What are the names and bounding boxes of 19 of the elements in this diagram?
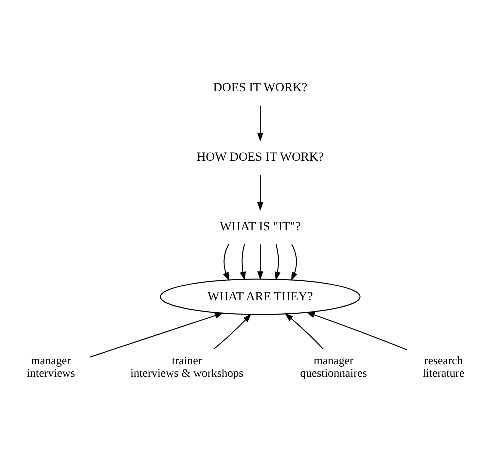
node-text: research literature: [422, 354, 465, 380]
arrow: [223, 244, 230, 282]
arrow: [274, 244, 281, 281]
arrow: [240, 244, 246, 281]
node-text: manager interviews: [27, 354, 76, 380]
node-text: DOES IT WORK?: [213, 80, 308, 95]
arrow: [291, 244, 298, 282]
node-text: WHAT IS "IT"?: [220, 219, 301, 234]
arrow: [89, 312, 224, 358]
arrow: [214, 314, 252, 350]
arrow: [257, 105, 264, 142]
arrow: [257, 174, 264, 212]
node-ellipse: WHAT ARE THEY?: [160, 278, 361, 316]
node-text: trainer interviews & workshops: [130, 354, 244, 380]
arrow: [257, 244, 264, 280]
node-text: manager questionnaires: [300, 354, 368, 380]
node-text: HOW DOES IT WORK?: [196, 150, 324, 164]
arrow: [284, 313, 324, 350]
arrow: [306, 312, 408, 350]
